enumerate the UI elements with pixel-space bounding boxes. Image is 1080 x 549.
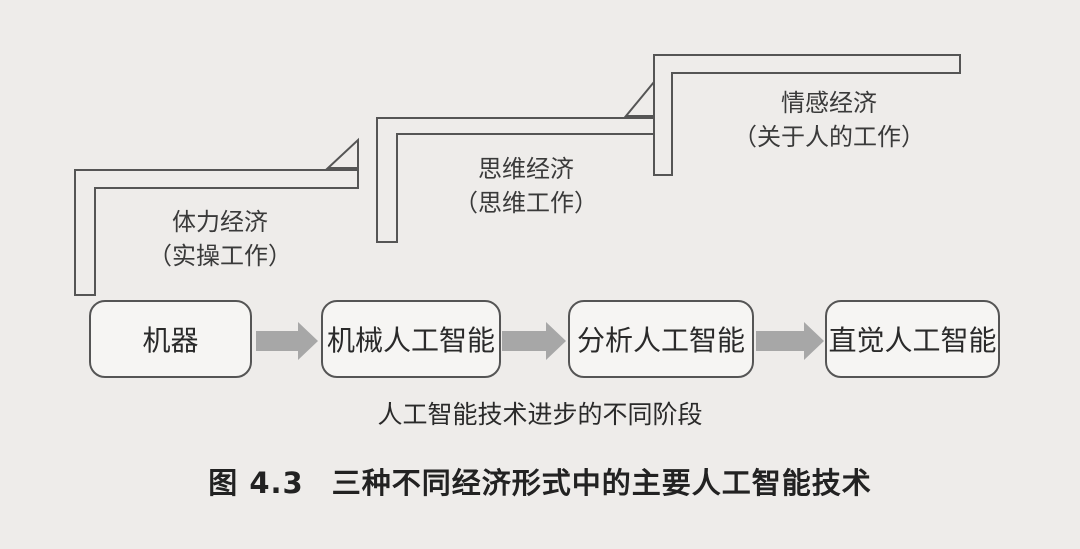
arrow-1 — [256, 322, 318, 360]
stage-box-mechanical-ai: 机械人工智能 — [321, 300, 501, 378]
economy-thinking: 思维经济 （思维工作） — [446, 152, 606, 220]
step-1-wedge — [325, 137, 359, 169]
step-1-bracket — [74, 169, 359, 296]
arrow-3 — [756, 322, 824, 360]
economy-physical: 体力经济 （实操工作） — [140, 205, 300, 273]
economy-feeling: 情感经济 （关于人的工作） — [714, 86, 944, 154]
economy-physical-sub: （实操工作） — [148, 242, 292, 270]
step-2-wedge — [623, 79, 655, 117]
arrow-2 — [502, 322, 566, 360]
economy-physical-name: 体力经济 — [172, 208, 268, 236]
stage-caption: 人工智能技术进步的不同阶段 — [377, 400, 703, 429]
stage-box-analytical-ai: 分析人工智能 — [568, 300, 754, 378]
figure-title: 三种不同经济形式中的主要人工智能技术 — [331, 466, 872, 500]
stage-box-machine: 机器 — [89, 300, 252, 378]
figure-number: 图 4.3 — [208, 466, 304, 500]
economy-feeling-sub: （关于人的工作） — [733, 123, 925, 151]
economy-thinking-sub: （思维工作） — [454, 189, 598, 217]
economy-feeling-name: 情感经济 — [781, 89, 877, 117]
step-3-bracket — [653, 54, 961, 176]
stage-box-intuitive-ai: 直觉人工智能 — [825, 300, 1000, 378]
figure-caption: 图 4.3 三种不同经济形式中的主要人工智能技术 — [0, 460, 1080, 502]
economy-thinking-name: 思维经济 — [478, 155, 574, 183]
